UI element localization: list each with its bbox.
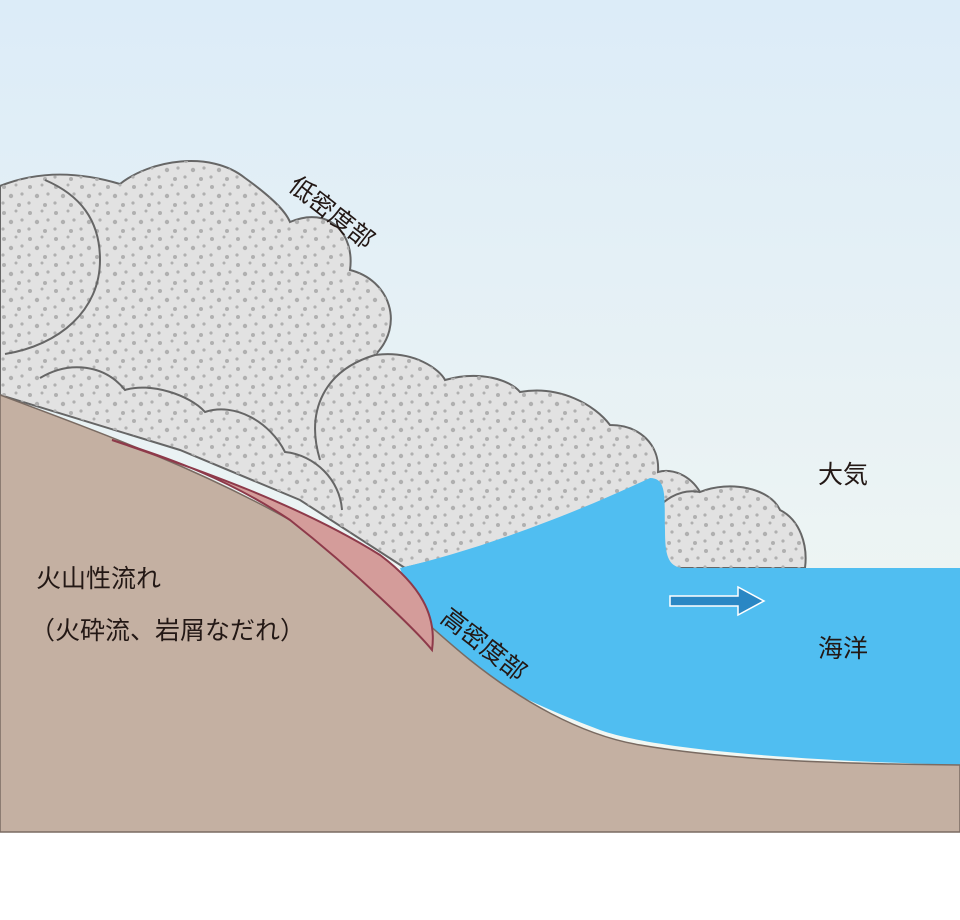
label-atmosphere: 大気 — [818, 460, 869, 489]
debris-flow-layer — [111, 439, 434, 653]
arrow-right-icon — [669, 585, 766, 617]
label-volcanic-flow-types: （火砕流、岩屑なだれ） — [30, 616, 306, 645]
ground-slope — [0, 394, 960, 833]
low-density-cloud — [0, 160, 807, 570]
ocean-water — [400, 478, 960, 765]
label-volcanic-flow: 火山性流れ — [36, 564, 162, 593]
label-ocean: 海洋 — [818, 634, 869, 663]
